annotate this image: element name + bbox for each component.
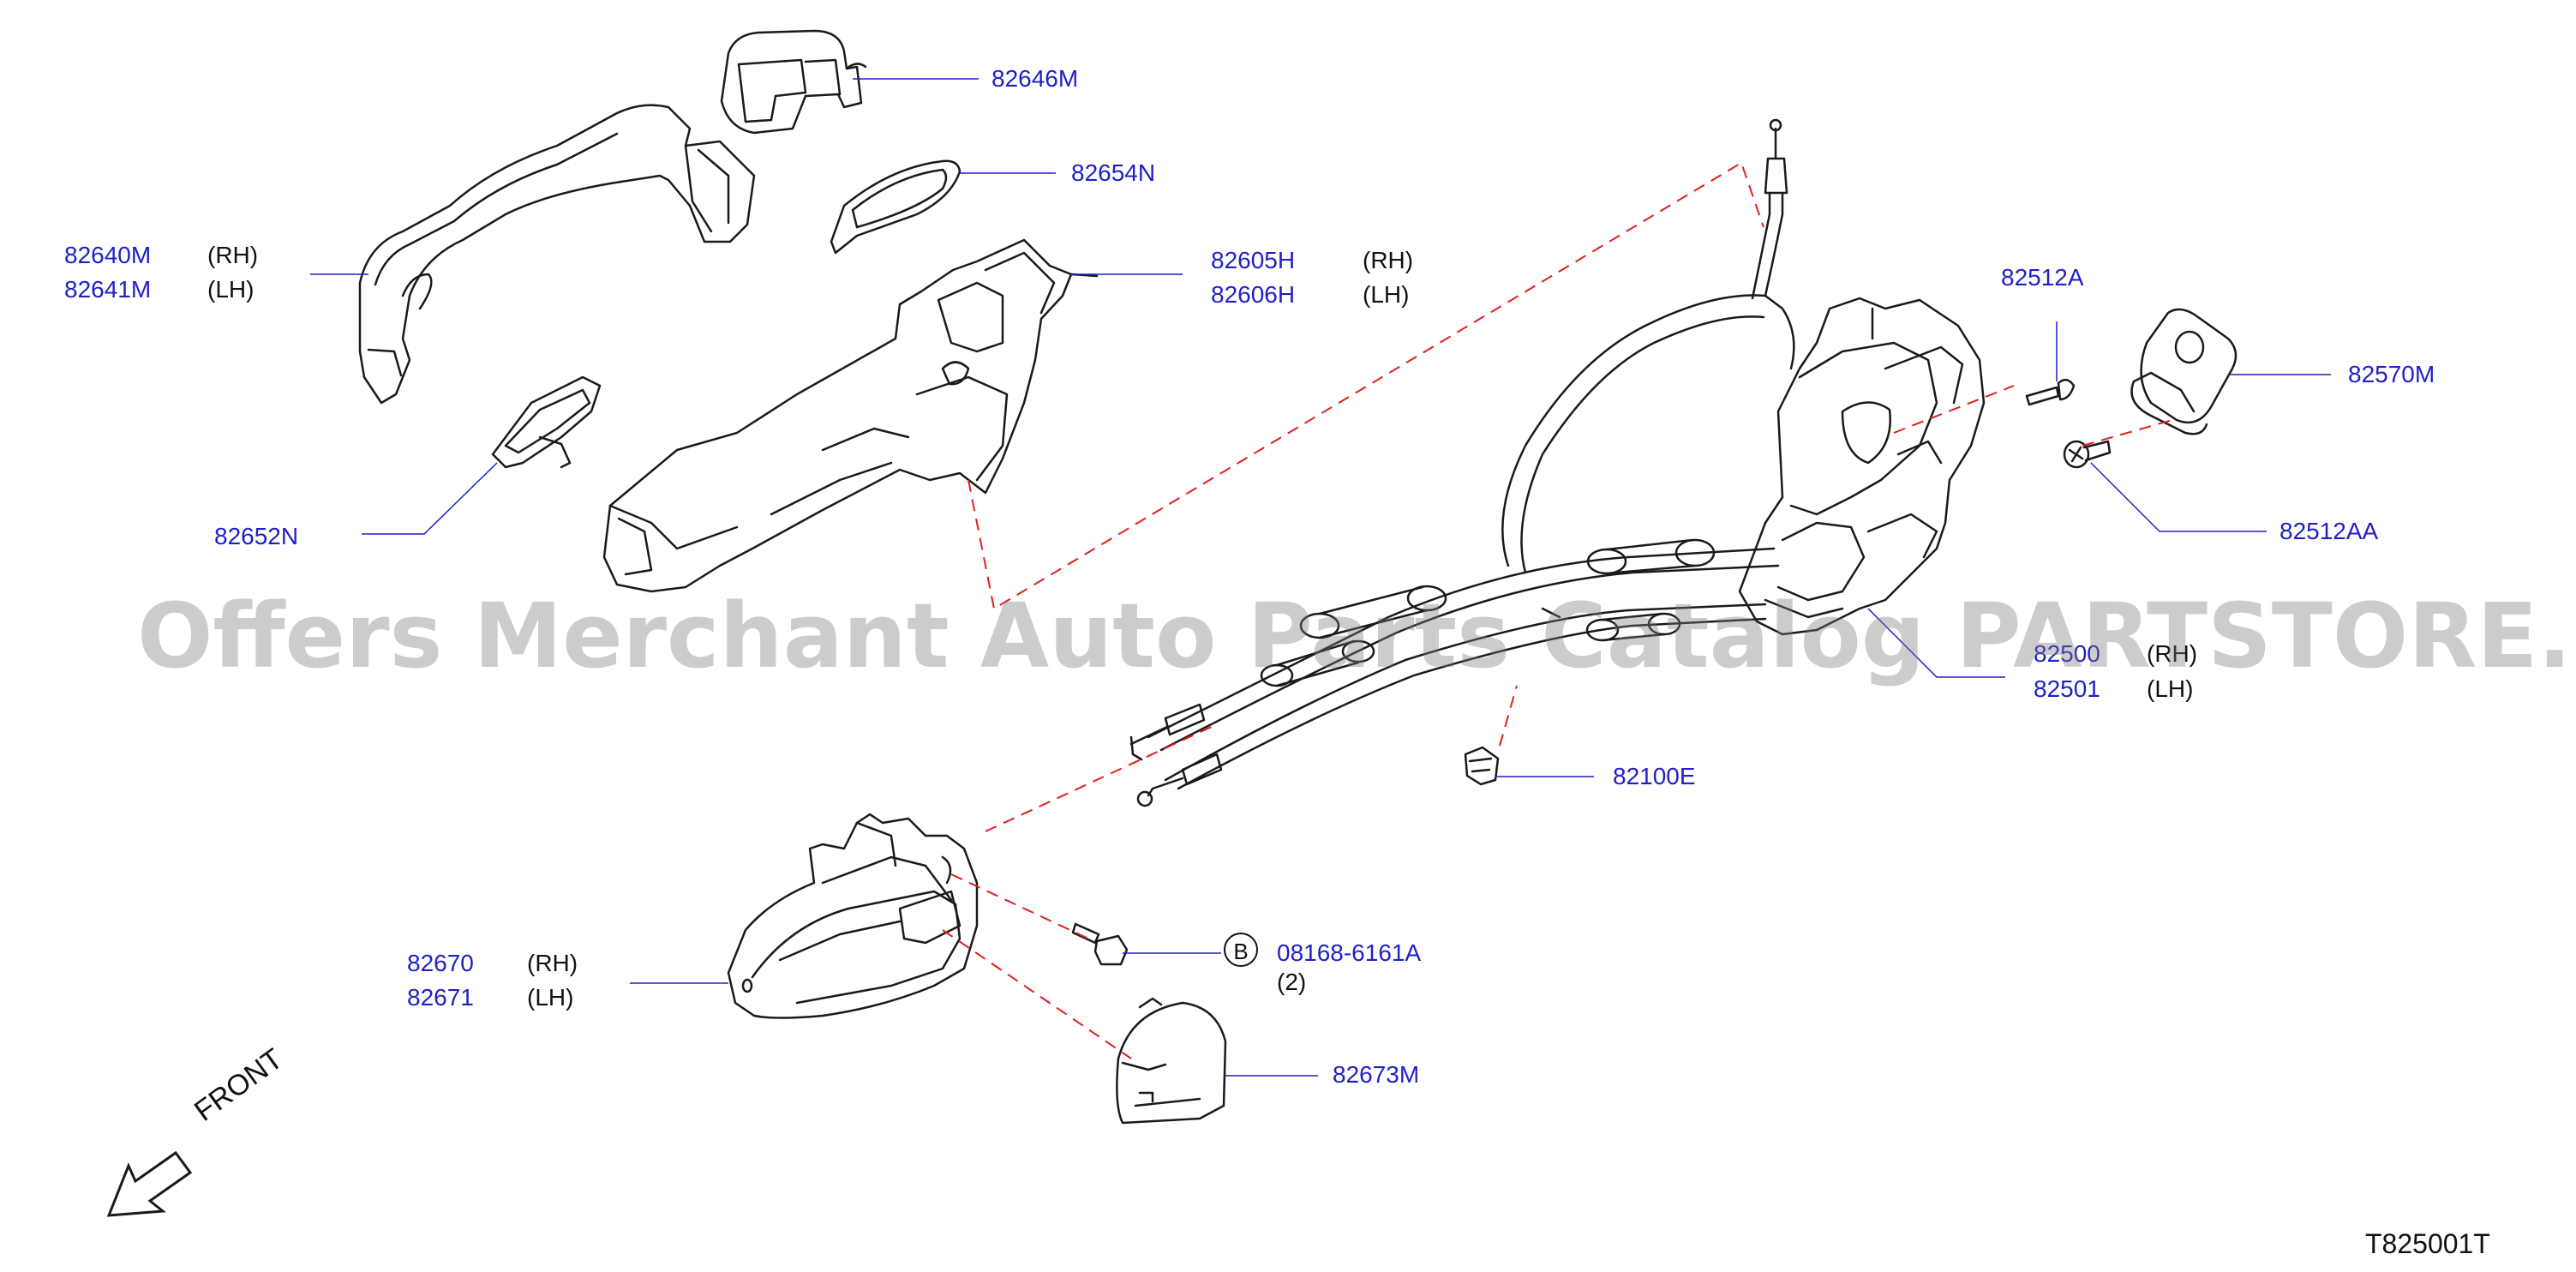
striker-drawing	[2130, 308, 2238, 435]
side-label-rh: (RH)	[1363, 247, 1414, 273]
leader-lines	[310, 78, 2331, 1077]
diagram-code: T825001T	[2365, 1228, 2490, 1259]
striker-bolt-drawing	[2063, 440, 2112, 469]
reference-lines	[942, 161, 2173, 1059]
screw-drawing	[2025, 378, 2076, 406]
handle-bracket-drawing	[602, 238, 1099, 593]
quantity-label: (2)	[1277, 969, 1307, 995]
side-label-lh: (LH)	[527, 984, 574, 1011]
part-82512AA[interactable]: 82512AA	[2279, 518, 2379, 544]
side-label-lh: (LH)	[2147, 675, 2194, 702]
front-arrow-icon	[106, 1150, 193, 1217]
part-82670[interactable]: 82670	[407, 950, 474, 976]
escutcheon-drawing	[1116, 997, 1227, 1125]
door-lock-drawing	[1738, 297, 1986, 636]
part-82646M[interactable]: 82646M	[991, 65, 1079, 92]
side-label-rh: (RH)	[207, 242, 259, 268]
part-82100E[interactable]: 82100E	[1613, 763, 1696, 789]
part-82501[interactable]: 82501	[2034, 675, 2100, 702]
part-82605H[interactable]: 82605H	[1211, 247, 1296, 273]
gasket-drawing	[830, 159, 962, 255]
clip-drawing	[1464, 746, 1500, 786]
part-08168-6161A[interactable]: 08168-6161A	[1277, 939, 1422, 966]
side-label-rh: (RH)	[2147, 640, 2198, 667]
side-label-lh: (LH)	[1363, 281, 1410, 308]
outside-handle-drawing	[358, 104, 756, 405]
inside-handle-drawing	[727, 813, 979, 1019]
pad-drawing	[491, 375, 602, 469]
handle-cap-drawing	[720, 29, 867, 135]
part-82500[interactable]: 82500	[2034, 640, 2100, 667]
side-label-lh: (LH)	[207, 276, 255, 303]
part-82652N[interactable]: 82652N	[214, 523, 299, 549]
part-82570M[interactable]: 82570M	[2348, 361, 2435, 387]
part-82640M[interactable]: 82640M	[64, 242, 152, 268]
part-82654N[interactable]: 82654N	[1071, 159, 1156, 186]
part-82512A[interactable]: 82512A	[2001, 264, 2084, 291]
bolt-marker: B	[1224, 933, 1258, 967]
part-82641M[interactable]: 82641M	[64, 276, 152, 303]
side-label-rh: (RH)	[527, 950, 578, 976]
part-82673M[interactable]: 82673M	[1333, 1061, 1420, 1088]
cable-drawing	[1129, 118, 1795, 807]
part-82671[interactable]: 82671	[407, 984, 474, 1011]
handle-bolt-drawing	[1071, 922, 1129, 966]
part-82606H[interactable]: 82606H	[1211, 281, 1296, 308]
